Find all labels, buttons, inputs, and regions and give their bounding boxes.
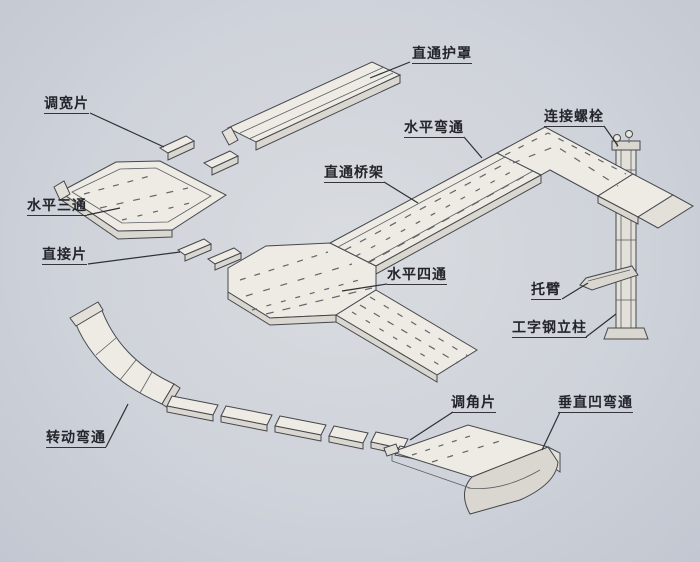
label-connecting-bolt: 连接螺栓 [544, 109, 604, 127]
label-horizontal-cross: 水平四通 [387, 267, 447, 285]
leader-lines [86, 61, 619, 451]
label-rotating-bend: 转动弯通 [46, 430, 106, 448]
part-width-adjust-pieces [158, 135, 240, 176]
label-straight-tray: 直通桥架 [324, 165, 384, 183]
label-width-adjust-piece: 调宽片 [44, 96, 89, 114]
part-direct-pieces [176, 238, 243, 271]
label-direct-piece: 直接片 [42, 247, 87, 265]
label-vertical-concave-bend: 垂直凹弯通 [558, 395, 633, 413]
part-connecting-bolts [613, 130, 633, 147]
label-support-arm: 托臂 [531, 282, 561, 300]
label-straight-cover: 直通护罩 [412, 46, 472, 64]
part-vertical-concave-bend [383, 424, 561, 515]
part-horizontal-bend [495, 126, 694, 229]
label-angle-adjust-piece: 调角片 [451, 395, 496, 413]
label-i-beam-column: 工字钢立柱 [512, 320, 587, 338]
label-horizontal-tee: 水平三通 [27, 198, 87, 216]
part-chain-segments [166, 395, 369, 450]
part-support-arm [579, 265, 639, 291]
part-rotating-bend [69, 301, 181, 409]
part-straight-cover [221, 61, 402, 151]
part-horizontal-cross [227, 242, 377, 326]
label-horizontal-bend: 水平弯通 [404, 120, 464, 138]
part-branch-tray [335, 289, 478, 383]
part-horizontal-tee [53, 160, 227, 240]
part-straight-tray [328, 152, 543, 275]
